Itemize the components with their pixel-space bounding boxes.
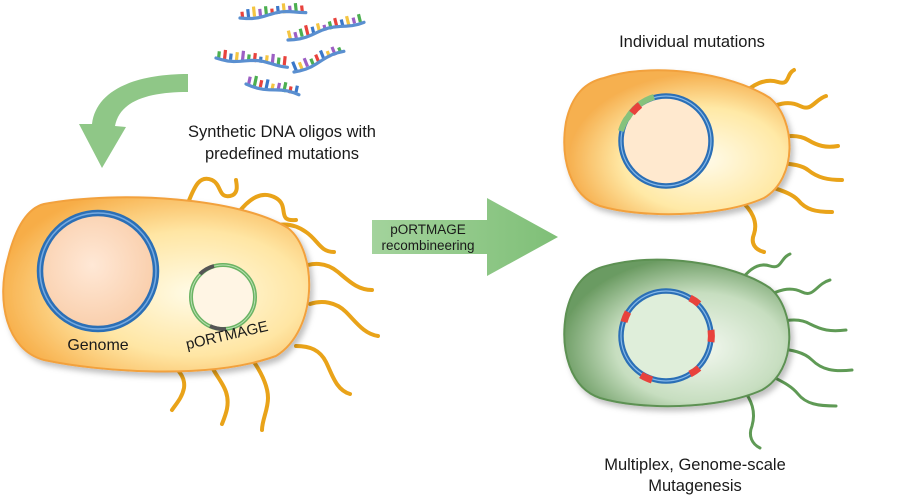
oligo-base — [228, 53, 233, 60]
multiplex-bacterium — [563, 252, 854, 450]
oligo-base — [304, 24, 310, 36]
oligos-caption-line2: predefined mutations — [205, 145, 359, 163]
genome-nucleoid — [41, 214, 155, 328]
oligo-base — [246, 76, 252, 85]
oligo-strand — [238, 2, 308, 21]
oligo-base — [251, 6, 257, 17]
oligo-base — [258, 79, 264, 88]
oligo-strand — [244, 75, 301, 97]
oligo-base — [345, 15, 351, 26]
oligo-base — [276, 57, 281, 65]
oligo-base — [286, 30, 293, 40]
oligo-backbone — [214, 56, 290, 69]
mutation-marker — [629, 102, 643, 116]
oligo-base — [309, 58, 315, 65]
individual-title: Individual mutations — [619, 33, 765, 51]
oligo-base — [240, 50, 246, 61]
multiplex-caption-line1: Multiplex, Genome-scale — [604, 456, 786, 474]
process-label-line1: pORTMAGE — [390, 222, 466, 237]
oligo-base — [291, 61, 298, 72]
oligo-base — [258, 8, 263, 17]
oligo-base — [270, 83, 275, 90]
oligo-backbone — [286, 20, 366, 42]
oligo-base — [270, 53, 275, 65]
oligo-base — [234, 52, 239, 61]
left-bacterium: Genome pORTMAGE — [2, 176, 380, 432]
genome-label: Genome — [67, 337, 128, 354]
oligo-base — [282, 56, 287, 66]
oligo-backbone — [292, 49, 346, 74]
oligo-backbone — [238, 9, 308, 21]
curved-arrow-icon — [79, 74, 188, 168]
oligo-base — [298, 28, 304, 37]
oligos-caption-line1: Synthetic DNA oligos with — [188, 123, 376, 141]
oligo-base — [297, 61, 304, 70]
oligo-base — [222, 49, 228, 60]
oligo-base — [264, 79, 270, 89]
oligo-base — [216, 51, 221, 59]
oligo-base — [252, 75, 259, 87]
oligo-strand — [286, 13, 366, 42]
oligo-base — [314, 54, 321, 63]
oligo-backbone — [244, 82, 301, 97]
multiplex-caption-line2: Mutagenesis — [648, 477, 742, 495]
oligo-strand — [291, 46, 346, 74]
process-label-line2: recombineering — [381, 238, 474, 253]
oligo-base — [240, 11, 245, 18]
oligo-base — [300, 5, 304, 12]
oligo-base — [293, 31, 298, 39]
mutation-markers — [620, 294, 715, 384]
oligo-base — [246, 8, 251, 18]
individual-bacterium — [563, 68, 844, 254]
oligo-base — [356, 13, 362, 23]
dna-oligo-icon — [214, 2, 366, 97]
oligo-base — [302, 57, 310, 68]
oligo-base — [293, 2, 298, 13]
oligo-strand — [214, 49, 290, 69]
right-arrow-icon: pORTMAGE recombineering — [372, 198, 558, 276]
oligo-base — [351, 17, 357, 24]
oligo-base — [263, 6, 269, 16]
